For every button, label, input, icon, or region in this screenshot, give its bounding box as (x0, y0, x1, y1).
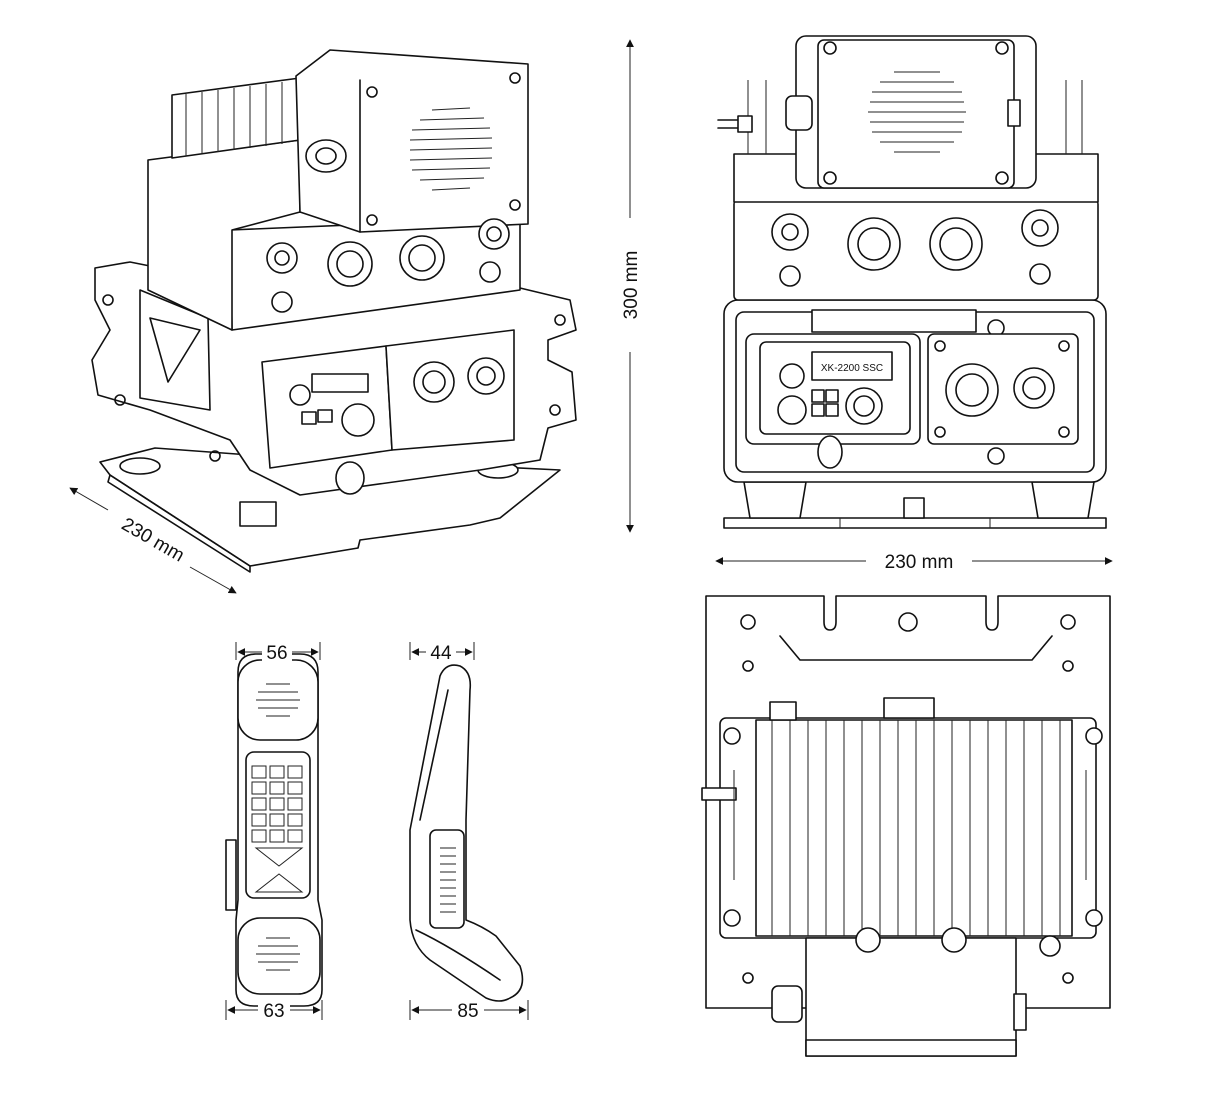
handset-width-top-label: 56 (266, 643, 287, 664)
isometric-view (91, 49, 577, 573)
handset-width-bottom-label: 63 (263, 1001, 284, 1022)
top-view (701, 595, 1111, 1057)
keypad (251, 765, 304, 893)
handset-depth-bottom-label: 85 (457, 1001, 478, 1022)
height-dimension-label: 300 mm (621, 251, 642, 320)
handset-side-view: 44 85 (409, 642, 529, 1022)
front-view: XK-2200 SSC (717, 35, 1107, 529)
dimension-width-front: 230 mm (715, 552, 1113, 573)
dimension-height: 300 mm (621, 39, 642, 533)
handset-front-view: 56 63 (225, 642, 323, 1022)
control-head-label: XK-2200 SSC (821, 363, 883, 374)
handset-depth-top-label: 44 (430, 643, 452, 664)
depth-iso-dimension-label: 230 mm (118, 514, 188, 567)
width-front-dimension-label: 230 mm (885, 552, 954, 573)
